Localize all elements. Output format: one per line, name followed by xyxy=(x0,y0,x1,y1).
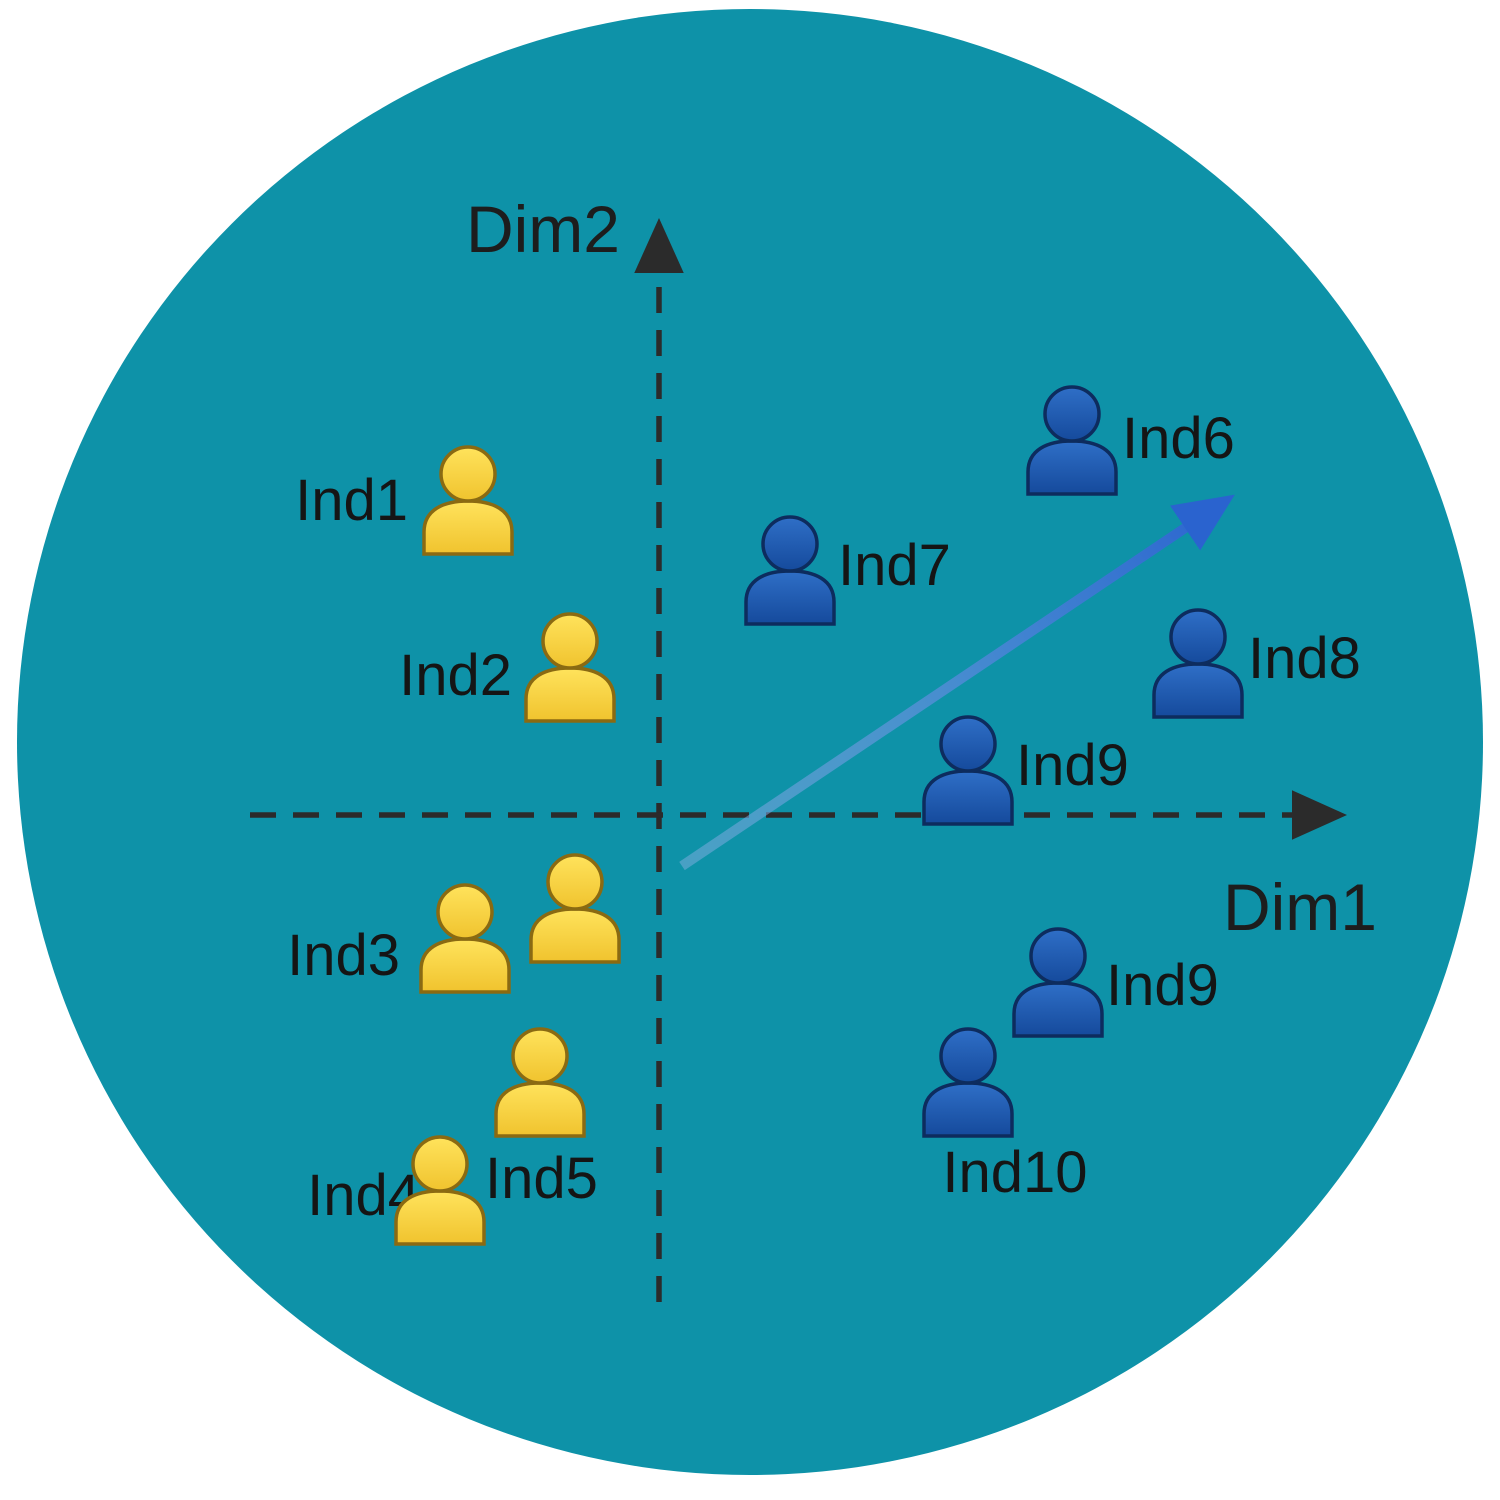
individual-label: Ind7 xyxy=(838,533,951,598)
yellow-person-icon xyxy=(494,1027,586,1138)
person-body xyxy=(744,569,836,626)
axes: Dim2 Dim1 xyxy=(250,192,1377,1302)
individual-ind9: Ind9 xyxy=(1012,927,1219,1038)
person-head xyxy=(511,1027,569,1085)
yellow-person-icon xyxy=(419,883,511,994)
person-body xyxy=(529,907,621,964)
yellow-person-icon xyxy=(529,853,621,964)
person-body xyxy=(422,499,514,556)
yellow-person-icon xyxy=(422,445,514,556)
individual-ind4: Ind4 xyxy=(307,1135,486,1246)
x-axis-label: Dim1 xyxy=(1223,870,1377,944)
individual-ind1: Ind1 xyxy=(295,445,514,556)
person-head xyxy=(761,515,819,573)
individual-ind6: Ind6 xyxy=(1026,385,1235,496)
person-head xyxy=(1029,927,1087,985)
individual-label: Ind10 xyxy=(942,1140,1087,1205)
blue-person-icon xyxy=(922,715,1014,826)
individual-label: Ind3 xyxy=(287,923,400,988)
individual-ind8: Ind8 xyxy=(1152,608,1361,719)
person-head xyxy=(1169,608,1227,666)
person-body xyxy=(1152,662,1244,719)
person-body xyxy=(922,1081,1014,1138)
person-body xyxy=(922,769,1014,826)
person-head xyxy=(1043,385,1101,443)
person-head xyxy=(541,612,599,670)
person-head xyxy=(411,1135,469,1193)
principal-direction-arrow xyxy=(679,494,1235,871)
person-head xyxy=(546,853,604,911)
person-head xyxy=(436,883,494,941)
individual-label: Ind9 xyxy=(1106,953,1219,1018)
individual-label: Ind8 xyxy=(1248,626,1361,691)
person-head xyxy=(939,715,997,773)
blue-person-icon xyxy=(1026,385,1118,496)
person-body xyxy=(394,1189,486,1246)
individual-ind9: Ind9 xyxy=(922,715,1129,826)
person-body xyxy=(524,666,616,723)
individual-label: Ind1 xyxy=(295,468,408,533)
person-body xyxy=(494,1081,586,1138)
individual-ind7: Ind7 xyxy=(744,515,951,626)
yellow-person-icon xyxy=(394,1135,486,1246)
individuals-layer: Ind1Ind2Ind3Ind5Ind4Ind6Ind7Ind8Ind9Ind9… xyxy=(287,385,1361,1246)
individual-ind10: Ind10 xyxy=(922,1027,1088,1205)
blue-person-icon xyxy=(744,515,836,626)
blue-person-icon xyxy=(922,1027,1014,1138)
individual-label: Ind9 xyxy=(1016,733,1129,798)
individual-label: Ind6 xyxy=(1122,406,1235,471)
individual-label: Ind2 xyxy=(399,643,512,708)
person-head xyxy=(439,445,497,503)
blue-person-icon xyxy=(1012,927,1104,1038)
person-head xyxy=(939,1027,997,1085)
individual-ind3: Ind3 xyxy=(287,853,621,994)
y-axis-label: Dim2 xyxy=(466,192,620,266)
blue-person-icon xyxy=(1152,608,1244,719)
person-body xyxy=(1012,981,1104,1038)
person-body xyxy=(419,937,511,994)
individual-ind5: Ind5 xyxy=(485,1027,598,1211)
individual-ind2: Ind2 xyxy=(399,612,616,723)
person-body xyxy=(1026,439,1118,496)
individual-label: Ind5 xyxy=(485,1146,598,1211)
yellow-person-icon xyxy=(524,612,616,723)
background-circle xyxy=(17,9,1483,1475)
